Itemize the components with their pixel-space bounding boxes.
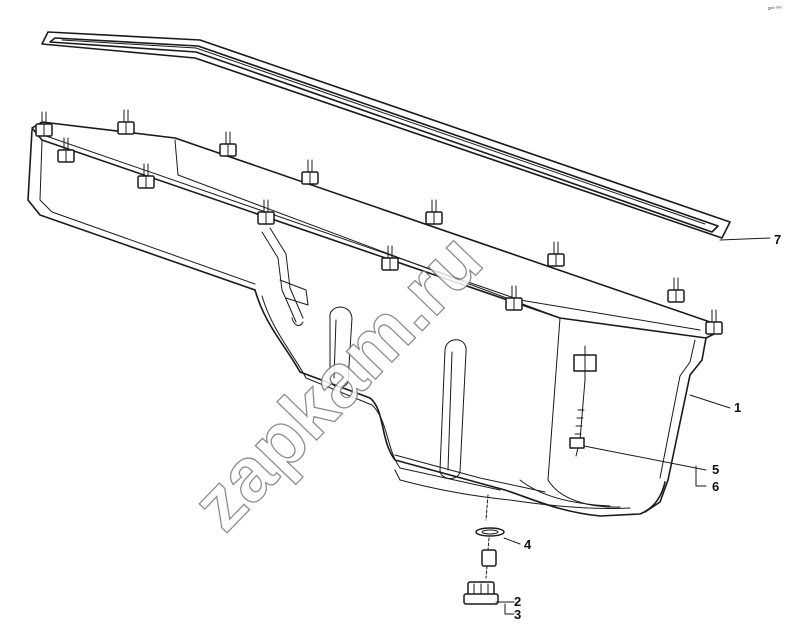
flange-bolt [381, 245, 399, 271]
flange-bolt [257, 199, 275, 225]
callout-6: 6 [712, 479, 719, 494]
callout-5: 5 [712, 462, 719, 477]
flange-bolt [301, 159, 319, 185]
flange-bolt [505, 285, 523, 311]
flange-bolt [57, 137, 75, 163]
washer-part-4 [475, 527, 505, 537]
drain-plug-parts [463, 494, 505, 605]
flange-bolt [705, 309, 723, 335]
flange-bolt [667, 277, 685, 303]
flange-bolt [35, 111, 53, 137]
flange-bolt [117, 109, 135, 135]
callout-3: 3 [514, 607, 521, 622]
magnet-part-2 [481, 549, 497, 567]
callout-1: 1 [734, 400, 741, 415]
flange-bolt [137, 163, 155, 189]
callout-4: 4 [524, 537, 532, 552]
callout-2: 2 [514, 594, 521, 609]
watermark: zapkam.ru [176, 217, 498, 546]
corner-code: sᵖᵈ ⁰⁰⁰ [768, 6, 782, 12]
flange-bolt [219, 131, 237, 157]
gasket-part-7 [41, 31, 731, 239]
flange-bolt [425, 199, 443, 225]
flange-bolts [35, 109, 723, 335]
callout-7: 7 [774, 232, 781, 247]
callout-leaders [495, 237, 771, 615]
drain-plug-part-3 [463, 581, 499, 605]
flange-bolt [547, 241, 565, 267]
